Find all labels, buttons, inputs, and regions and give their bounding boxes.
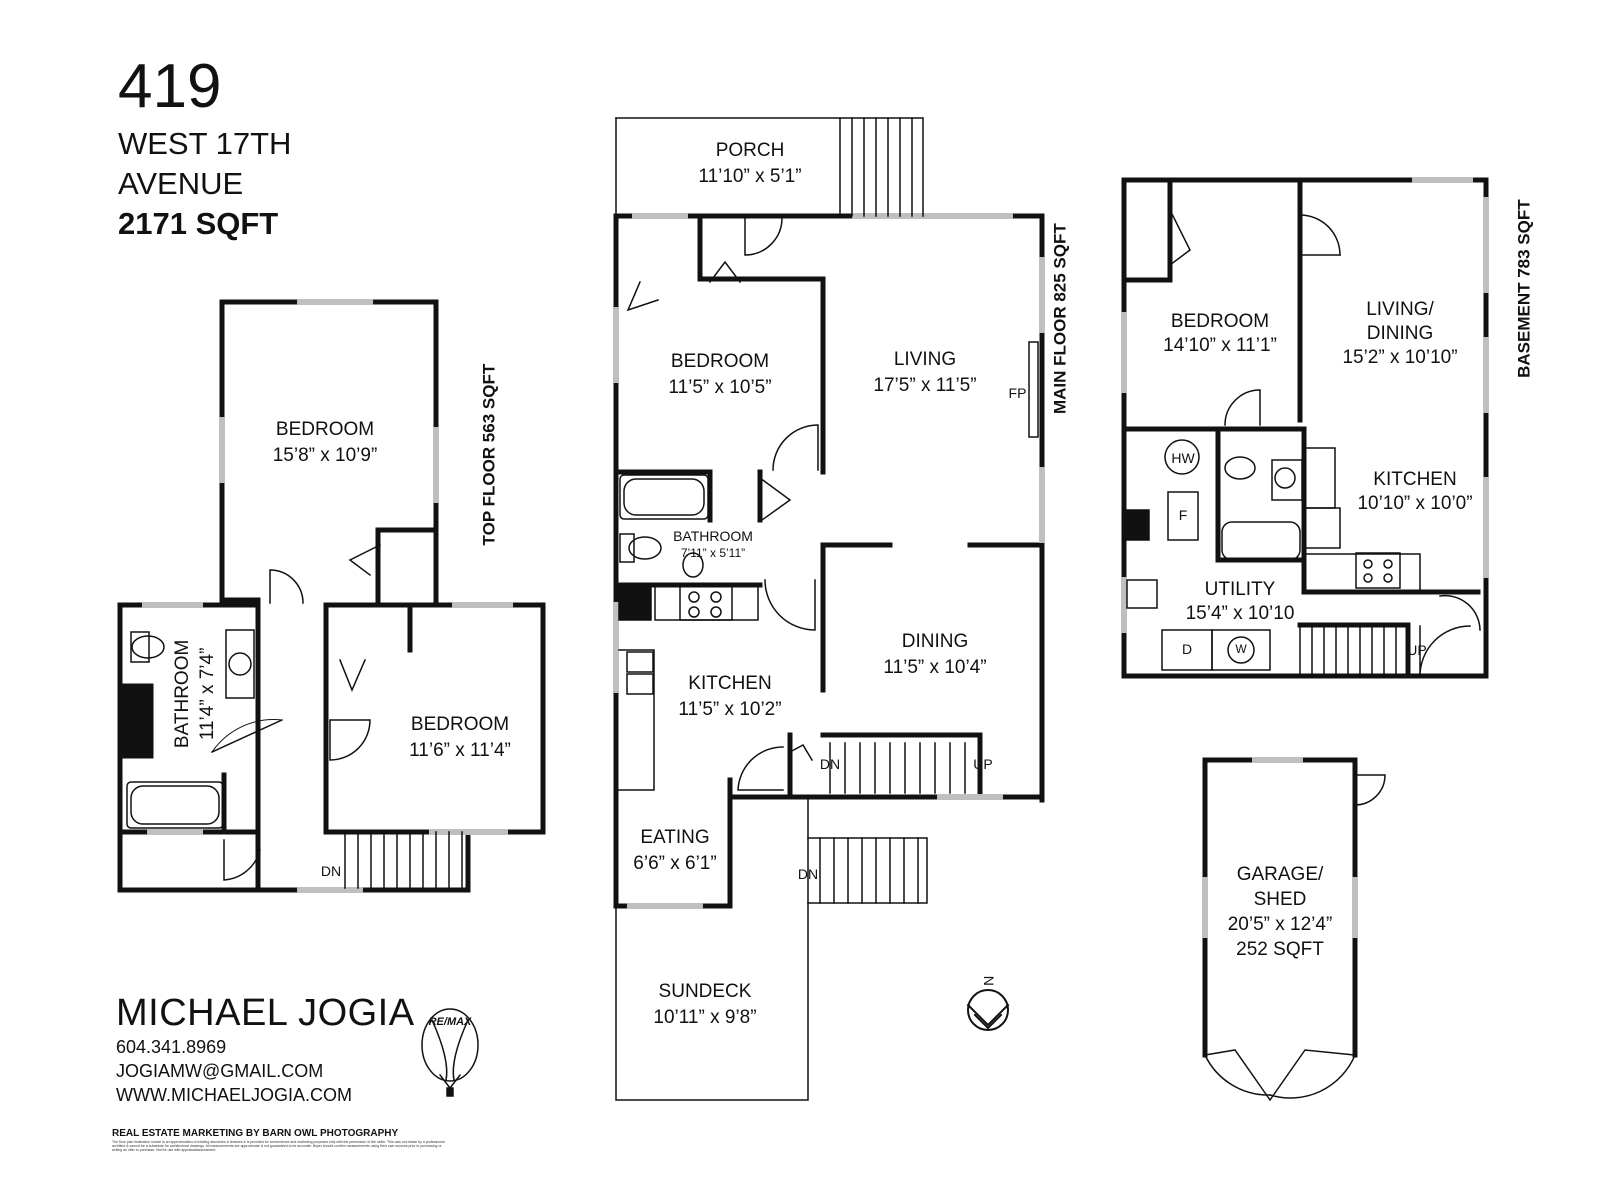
room-name: SUNDECK <box>658 981 752 1002</box>
room-name: BATHROOM <box>673 528 753 544</box>
stair-label: DN <box>320 863 342 879</box>
room-dims: 11’6” x 11’4” <box>409 740 511 761</box>
room-dims: 6’6” x 6’1” <box>633 853 717 874</box>
basement-fixtures <box>1126 208 1481 677</box>
room-name: BEDROOM <box>275 419 375 440</box>
agent-phone: 604.341.8969 <box>116 1037 227 1057</box>
basement-label: BASEMENT 783 SQFT <box>1514 199 1534 378</box>
remax-balloon-logo <box>421 1008 479 1097</box>
room-name: KITCHEN <box>1373 469 1457 490</box>
room-name: EATING <box>640 827 710 848</box>
room-dims: 15’2” x 10’10” <box>1342 347 1458 368</box>
room-dims: 10’11” x 9’8” <box>653 1007 757 1028</box>
room-dims: 11’10” x 5’1” <box>698 166 802 187</box>
top-floor-label: TOP FLOOR 563 SQFT <box>479 363 499 546</box>
room-dims: 15’8” x 10’9” <box>272 445 378 466</box>
main-floor-windows <box>613 213 1045 909</box>
stair-down-label: DN <box>819 756 841 772</box>
photography-credit: REAL ESTATE MARKETING BY BARN OWL PHOTOG… <box>112 1128 399 1139</box>
room-name: UTILITY <box>1204 579 1276 600</box>
garage-area: 252 SQFT <box>1236 939 1324 960</box>
main-floor-label: MAIN FLOOR 825 SQFT <box>1050 223 1070 415</box>
room-name: BEDROOM <box>670 351 770 372</box>
room-name: LIVING/ <box>1366 299 1434 320</box>
stair-up-label: UP <box>973 756 993 772</box>
main-floor-walls <box>613 213 1045 909</box>
disclaimer-text: The floor plan illustration shown is an … <box>112 1140 445 1153</box>
room-name: BEDROOM <box>1170 311 1270 332</box>
room-dims: 11’5” x 10’2” <box>678 699 782 720</box>
washer-label: W <box>1235 642 1247 656</box>
room-name: DINING <box>901 631 969 652</box>
hot-water-label: HW <box>1171 450 1195 466</box>
room-dims: 14’10” x 11’1” <box>1163 335 1277 356</box>
garage-name-line2: SHED <box>1253 889 1307 910</box>
room-dims: 7’11” x 5’11” <box>680 546 746 560</box>
remax-logo-text: RE/MAX <box>428 1016 472 1028</box>
room-dims: 11’5” x 10’4” <box>883 657 987 678</box>
room-name: KITCHEN <box>688 673 772 694</box>
room-name: BEDROOM <box>410 714 510 735</box>
room-name: PORCH <box>715 140 785 161</box>
room-dims: 17’5” x 11’5” <box>873 375 977 396</box>
agent-email: JOGIAMW@GMAIL.COM <box>116 1061 324 1081</box>
room-name-line2: DINING <box>1366 323 1434 344</box>
basement-windows <box>1121 177 1489 633</box>
room-name: BATHROOM <box>172 639 194 749</box>
total-area: 2171 SQFT <box>118 206 279 241</box>
top-floor-fixtures <box>126 543 463 889</box>
garage-name: GARAGE/ <box>1236 864 1324 885</box>
north-label: N <box>980 975 997 986</box>
address-street-type: AVENUE <box>118 166 244 201</box>
dryer-label: D <box>1181 641 1193 657</box>
fireplace-label: FP <box>1008 385 1027 401</box>
garage-dims: 20’5” x 12’4” <box>1227 914 1333 935</box>
room-name: LIVING <box>893 349 957 370</box>
stair-up-label: UP <box>1407 642 1427 658</box>
room-dims: 15’4” x 10’10 <box>1185 603 1295 624</box>
top-floor-windows <box>142 299 513 893</box>
address-street: WEST 17TH <box>118 126 292 161</box>
address-number: 419 <box>118 52 222 121</box>
room-dims: 10’10” x 10’0” <box>1357 493 1473 514</box>
deck-stair-label: DN <box>797 866 819 882</box>
room-dims: 11’4” x 7’4” <box>197 647 219 741</box>
compass-rose <box>966 989 1010 1031</box>
agent-website: WWW.MICHAELJOGIA.COM <box>116 1085 352 1105</box>
main-floor-fixtures <box>615 117 1039 1101</box>
furnace-label: F <box>1178 507 1188 523</box>
room-dims: 11’5” x 10’5” <box>668 377 772 398</box>
agent-name: MICHAEL JOGIA <box>116 992 415 1034</box>
